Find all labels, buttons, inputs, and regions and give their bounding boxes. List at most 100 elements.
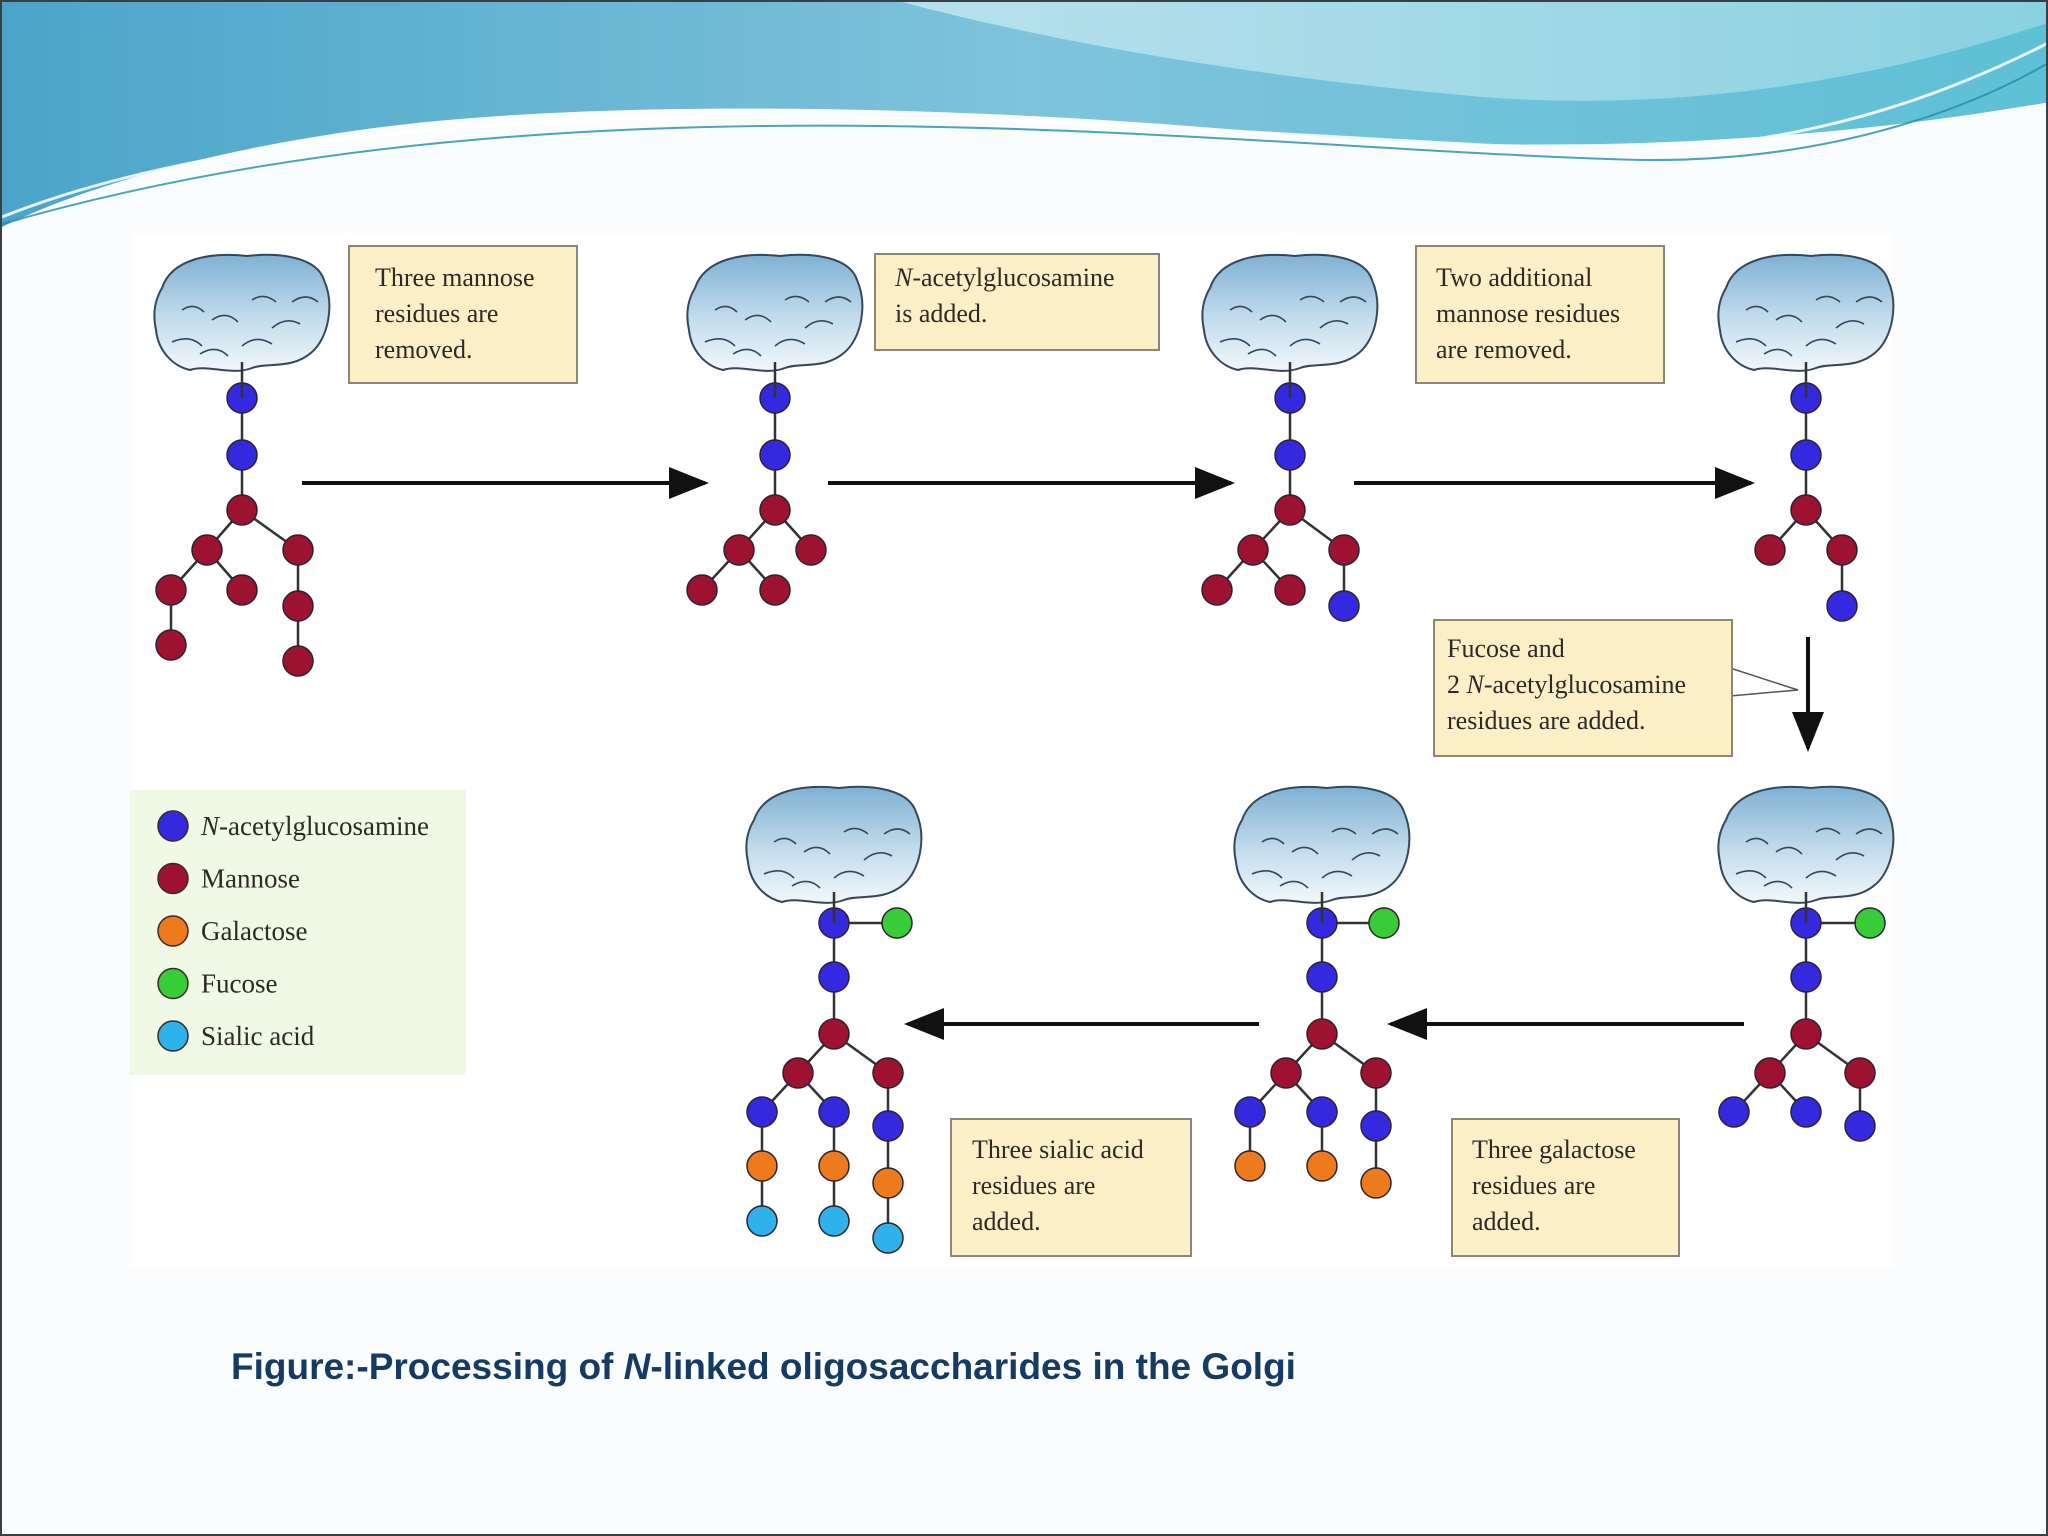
mannose-residue bbox=[1826, 534, 1858, 566]
n-acetylglucosamine-residue bbox=[1306, 1096, 1338, 1128]
sialic-acid-residue bbox=[818, 1205, 850, 1237]
mannose-residue bbox=[155, 574, 187, 606]
n-acetylglucosamine-residue bbox=[818, 1096, 850, 1128]
step-label-1-text: Three mannose residues are removed. bbox=[375, 263, 535, 364]
legend-item: Mannose bbox=[157, 862, 300, 895]
galactose-residue bbox=[1360, 1167, 1392, 1199]
n-acetylglucosamine-residue bbox=[226, 439, 258, 471]
n-acetylglucosamine-residue bbox=[1790, 961, 1822, 993]
protein-cloud bbox=[745, 785, 923, 904]
n-acetylglucosamine-residue bbox=[818, 961, 850, 993]
n-acetylglucosamine-residue bbox=[759, 439, 791, 471]
mannose-residue bbox=[155, 629, 187, 661]
step-label-5-text: Three galactose residues are added. bbox=[1472, 1135, 1636, 1236]
legend-item: N-acetylglucosamine bbox=[157, 810, 429, 842]
label-line: is added. bbox=[895, 299, 987, 328]
n-acetylglucosamine-residue bbox=[1360, 1110, 1392, 1142]
n-acetylglucosamine-residue bbox=[1790, 439, 1822, 471]
mannose-residue bbox=[1844, 1057, 1876, 1089]
oligosaccharide-structures bbox=[153, 253, 1895, 1254]
mannose-residue bbox=[282, 534, 314, 566]
step-label-5: Three galactose residues are added. bbox=[1451, 1118, 1680, 1257]
mannose-residue bbox=[282, 590, 314, 622]
mannose-residue bbox=[1270, 1057, 1302, 1089]
legend-swatch bbox=[157, 862, 189, 895]
label-line: residues are bbox=[375, 299, 498, 328]
legend-swatch bbox=[157, 810, 189, 842]
legend-label: Galactose bbox=[201, 916, 307, 946]
label-line: mannose residues bbox=[1436, 299, 1620, 328]
legend-label: Fucose bbox=[201, 969, 278, 999]
legend-label: Mannose bbox=[201, 864, 300, 894]
protein-cloud bbox=[686, 253, 864, 372]
mannose-residue bbox=[795, 534, 827, 566]
protein-cloud bbox=[1717, 253, 1895, 372]
legend-swatch bbox=[157, 967, 189, 1000]
mannose-residue bbox=[1790, 1018, 1822, 1050]
mannose-residue bbox=[1274, 574, 1306, 606]
n-acetylglucosamine-residue bbox=[746, 1096, 778, 1128]
mannose-residue bbox=[1360, 1057, 1392, 1089]
label-line: 2 N-acetylglucosamine bbox=[1447, 670, 1686, 699]
galactose-residue bbox=[818, 1150, 850, 1182]
galactose-residue bbox=[1234, 1150, 1266, 1182]
mannose-residue bbox=[1328, 534, 1360, 566]
fucose-residue bbox=[1368, 907, 1400, 939]
mannose-residue bbox=[872, 1057, 904, 1089]
galactose-residue bbox=[1306, 1150, 1338, 1182]
mannose-residue bbox=[723, 534, 755, 566]
protein-cloud bbox=[1233, 785, 1411, 904]
label-line: added. bbox=[1472, 1207, 1541, 1236]
mannose-residue bbox=[1754, 534, 1786, 566]
caption-prefix: Figure:-Processing of bbox=[231, 1346, 624, 1387]
sialic-acid-residue bbox=[872, 1222, 904, 1254]
mannose-residue bbox=[1237, 534, 1269, 566]
mannose-residue bbox=[1274, 494, 1306, 526]
n-acetylglucosamine-residue bbox=[1844, 1110, 1876, 1142]
mannose-residue bbox=[782, 1057, 814, 1089]
n-acetylglucosamine-residue bbox=[1718, 1096, 1750, 1128]
protein-cloud bbox=[153, 253, 331, 372]
step-label-4-text: Fucose and 2 N-acetylglucosamine residues … bbox=[1447, 634, 1686, 735]
label-line: Fucose and bbox=[1447, 634, 1565, 663]
mannose-residue bbox=[759, 494, 791, 526]
mannose-residue bbox=[818, 1018, 850, 1050]
step-labels: Three mannose residues are removed. N-acet… bbox=[348, 245, 1733, 1257]
legend-swatch bbox=[157, 1020, 189, 1052]
legend-item: Fucose bbox=[157, 967, 278, 1000]
label-pointer-step-4 bbox=[1729, 667, 1799, 691]
figure-caption: Figure:-Processing of N-linked oligosacc… bbox=[231, 1346, 1296, 1388]
mannose-residue bbox=[759, 574, 791, 606]
label-line: residues are bbox=[1472, 1171, 1595, 1200]
sialic-acid-residue bbox=[746, 1205, 778, 1237]
legend-label: N-acetylglucosamine bbox=[200, 811, 429, 841]
caption-italic: N bbox=[623, 1346, 651, 1387]
label-line: Three galactose bbox=[1472, 1135, 1636, 1164]
label-pointer-step-4b bbox=[1729, 689, 1799, 697]
n-acetylglucosamine-residue bbox=[1328, 590, 1360, 622]
n-acetylglucosamine-residue bbox=[1826, 590, 1858, 622]
label-line: removed. bbox=[375, 335, 472, 364]
label-line: residues are added. bbox=[1447, 706, 1646, 735]
legend-swatch bbox=[157, 915, 189, 947]
legend-item: Galactose bbox=[157, 915, 307, 947]
protein-cloud bbox=[1717, 785, 1895, 904]
arrows bbox=[302, 467, 1824, 1040]
label-line: are removed. bbox=[1436, 335, 1572, 364]
label-line: added. bbox=[972, 1207, 1041, 1236]
mannose-residue bbox=[1790, 494, 1822, 526]
mannose-residue bbox=[191, 534, 223, 566]
protein-cloud bbox=[1201, 253, 1379, 372]
mannose-residue bbox=[1306, 1018, 1338, 1050]
label-line: residues are bbox=[972, 1171, 1095, 1200]
galactose-residue bbox=[872, 1167, 904, 1199]
n-acetylglucosamine-residue bbox=[1234, 1096, 1266, 1128]
label-line: Three mannose bbox=[375, 263, 535, 292]
legend: N-acetylglucosamineMannoseGalactoseFucos… bbox=[130, 790, 466, 1075]
